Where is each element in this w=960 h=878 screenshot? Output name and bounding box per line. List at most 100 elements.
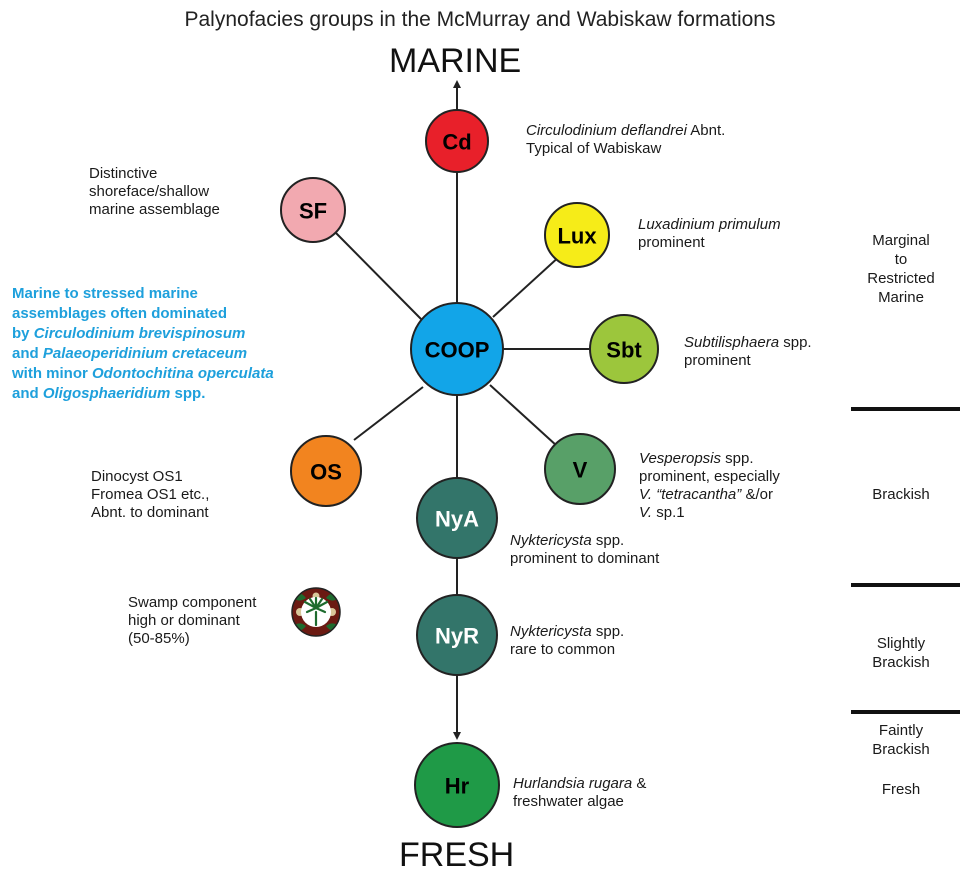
desc-sf-line3: marine assemblage [89,201,220,218]
coop-note-line4-a: and [12,345,43,362]
zone-marine-line4: Marine [878,289,924,306]
desc-sf: Distinctive shoreface/shallow marine ass… [89,165,220,219]
desc-cd-taxon: Circulodinium deflandrei [526,122,687,139]
swamp-palm-icon [291,587,341,637]
node-nyr: NyR [416,594,498,676]
node-os-circle [290,435,362,507]
desc-swamp: Swamp component high or dominant (50-85%… [128,594,256,648]
desc-v-line4-taxon: V. [639,504,653,521]
line-coop-sf [334,231,422,320]
coop-note: Marine to stressed marine assemblages of… [12,284,274,404]
connectors [334,80,589,740]
desc-nyr-line2: rare to common [510,641,616,658]
node-lux: Lux [544,202,610,268]
desc-sf-line2: shoreface/shallow [89,183,210,200]
node-cd-label: Cd [442,130,471,155]
desc-nya-spp: spp. [591,532,625,549]
node-v-circle [544,433,616,505]
node-coop-circle [410,302,504,396]
desc-hr-line2: freshwater algae [513,793,624,810]
desc-sbt: Subtilisphaera spp. prominent [684,334,812,370]
node-hr-label: Hr [445,774,470,799]
node-v-label: V [573,458,588,483]
zone-marine-line2: to [894,251,908,268]
node-cd: Cd [425,109,489,173]
desc-nya: Nyktericysta spp. prominent to dominant [510,532,659,568]
node-nyr-circle [416,594,498,676]
desc-nyr: Nyktericysta spp. rare to common [510,623,624,659]
node-sf-label: SF [299,199,327,224]
desc-nya-taxon: Nyktericysta [510,532,592,549]
node-coop-label: COOP [425,338,490,363]
node-sbt-circle [589,314,659,384]
node-nya-label: NyA [435,507,479,532]
node-nya-circle [416,477,498,559]
coop-note-line6-a: and [12,385,43,402]
zone-faintly-line2: Brackish [872,741,930,758]
coop-note-line2: assemblages often dominated [12,305,228,322]
desc-hr-taxon: Hurlandsia rugara [513,775,633,792]
zone-faintly-brackish: Faintly Brackish [846,721,956,759]
node-v: V [544,433,616,505]
coop-note-line1: Marine to stressed marine [12,285,198,302]
desc-v-taxon: Vesperopsis [639,450,721,467]
desc-sbt-taxon: Subtilisphaera [684,334,780,351]
coop-note-line5-a: with minor [12,365,92,382]
node-hr: Hr [414,742,500,828]
node-sf-circle [280,177,346,243]
desc-sbt-line2: prominent [684,352,751,369]
node-nya: NyA [416,477,498,559]
node-sbt-label: Sbt [606,338,642,363]
node-os: OS [290,435,362,507]
zone-slightly-line1: Slightly [876,635,926,652]
diagram-title: Palynofacies groups in the McMurray and … [184,8,776,31]
desc-nyr-taxon: Nyktericysta [510,623,592,640]
desc-swamp-line1: Swamp component [128,594,257,611]
zone-fresh: Fresh [881,781,921,798]
coop-note-line5-taxon: Odontochitina operculata [92,365,274,382]
node-lux-circle [544,202,610,268]
node-os-label: OS [310,460,342,485]
zone-marine-line1: Marginal [872,232,930,249]
desc-sbt-spp: spp. [779,334,812,351]
desc-v-spp: spp. [721,450,754,467]
desc-hr-rest: & [632,775,647,792]
desc-lux: Luxadinium primulum prominent [638,216,781,252]
line-coop-lux [492,254,562,318]
desc-cd: Circulodinium deflandrei Abnt. Typical o… [526,122,725,158]
node-hr-circle [414,742,500,828]
desc-sf-line1: Distinctive [89,165,158,182]
zone-slightly-brackish: Slightly Brackish [846,634,956,672]
desc-os-line3: Abnt. to dominant [91,504,209,521]
desc-nya-line2: prominent to dominant [510,550,660,567]
desc-os-line1: Dinocyst OS1 [91,468,183,485]
coop-note-line3-a: by [12,325,34,342]
desc-os-line2: Fromea OS1 etc., [91,486,210,503]
desc-os: Dinocyst OS1 Fromea OS1 etc., Abnt. to d… [91,468,209,522]
node-nyr-label: NyR [435,624,479,649]
zone-slightly-line2: Brackish [872,654,930,671]
pole-marine: MARINE [389,42,522,80]
coop-note-line6-spp: spp. [170,385,206,402]
coop-note-line6-taxon: Oligosphaeridium [42,385,171,402]
zone-faintly-line1: Faintly [878,722,924,739]
desc-swamp-line3: (50-85%) [128,630,190,647]
line-coop-os [353,386,424,441]
desc-cd-line2: Typical of Wabiskaw [526,140,662,157]
zone-dividers [851,407,960,714]
line-coop-v [489,384,558,447]
desc-v-line2: prominent, especially [639,468,780,485]
desc-v-line4-rest: sp.1 [652,504,685,521]
node-sf: SF [280,177,346,243]
desc-swamp-line2: high or dominant [128,612,240,629]
node-cd-circle [425,109,489,173]
desc-v-line3-taxon: V. “tetracantha” [639,486,742,503]
node-sbt: Sbt [589,314,659,384]
desc-lux-line2: prominent [638,234,705,251]
coop-note-line4-taxon: Palaeoperidinium cretaceum [42,345,248,362]
desc-cd-abundance: Abnt. [686,122,726,139]
pole-fresh: FRESH [399,836,515,874]
desc-v-line3-rest: &/or [741,486,773,503]
node-coop: COOP [410,302,504,396]
